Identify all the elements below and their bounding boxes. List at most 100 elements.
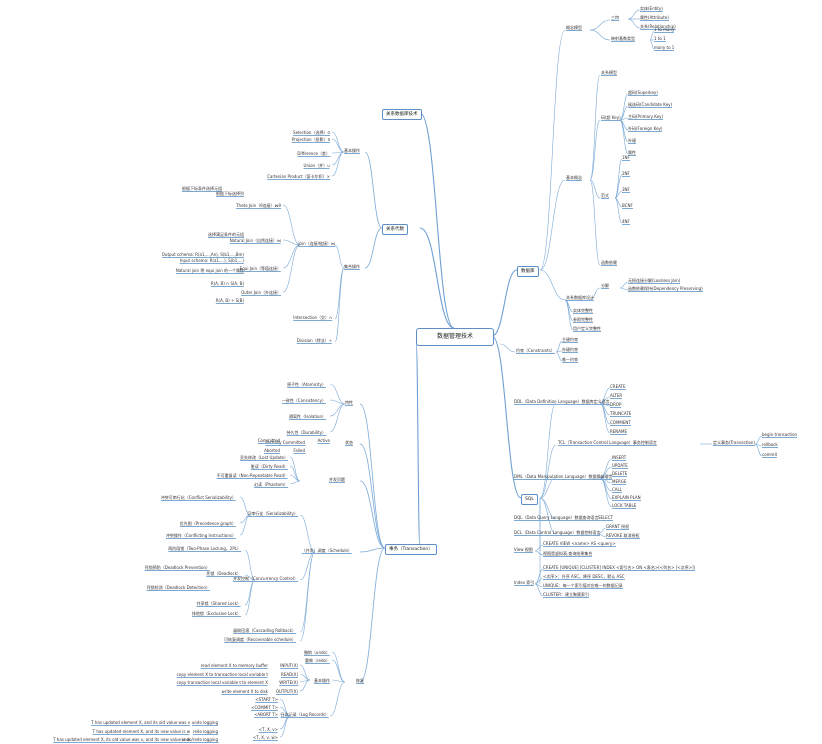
integrity-item-1[interactable]: 参照完整性: [573, 317, 593, 323]
algebra-note-7[interactable]: R(A, B) ∩ S(A, B): [210, 281, 244, 287]
txn-op-3[interactable]: OUTPUT(X): [275, 689, 298, 695]
log-label-1[interactable]: redo logging: [192, 729, 218, 735]
state-3[interactable]: Failed: [293, 448, 305, 454]
nf-item-0[interactable]: 1NF: [622, 155, 630, 161]
dql-title[interactable]: DQL（Data Query Language）数据查询语言: [514, 515, 599, 521]
rel-term-0[interactable]: 关系模型: [601, 70, 617, 76]
view-item-1[interactable]: 视图是虚拟表,查询结果集合: [543, 551, 593, 557]
constraints-title[interactable]: 约束（Constraints）: [516, 348, 555, 354]
recover-title[interactable]: 恢复: [356, 678, 364, 684]
concept-group[interactable]: 三特: [611, 15, 619, 21]
decomp-item-1[interactable]: 函数依赖保持(Dependency Preserving): [628, 286, 703, 292]
branch-relational-algebra-note[interactable]: 关系数据库技术: [382, 109, 422, 120]
txn-op-note-1[interactable]: copy element X to transaction local vari…: [176, 672, 268, 678]
ddl-item-0[interactable]: CREATE: [610, 384, 626, 390]
concept-item-2[interactable]: 关系(Relationship): [640, 24, 676, 30]
ddl-title[interactable]: DDL（Data Definition Language）数据库定义语言: [514, 399, 610, 405]
state-title[interactable]: 状态: [345, 440, 353, 446]
tcl-item-0[interactable]: begin transaction: [762, 432, 798, 438]
lock-0[interactable]: 两阶段锁（Two-Phase Locking，2PL）: [168, 546, 241, 552]
log-note-0[interactable]: T has updated element X, and its old val…: [91, 720, 190, 726]
txn-op-note-0[interactable]: read element X to memory buffer: [200, 663, 268, 669]
algebra-note-5[interactable]: Input schema: R(a1,...), S(b1,...): [179, 258, 244, 264]
dql-item[interactable]: SELECT: [598, 515, 614, 521]
dml-item-6[interactable]: LOCK TABLE: [612, 503, 637, 509]
anomaly-2[interactable]: 不可重复读（Non-Repeatable Read）: [216, 473, 288, 479]
txn-op-note-3[interactable]: write element X to disk: [221, 689, 268, 695]
constraint-item-1[interactable]: 外键约束: [562, 347, 578, 353]
dml-item-0[interactable]: INSERT: [612, 455, 627, 461]
sched-title[interactable]: （并发）调度（Schedule）: [301, 548, 352, 554]
log-3[interactable]: <T, X, v>: [258, 727, 278, 733]
algebra-op-10[interactable]: Division（除法）÷: [296, 338, 332, 344]
dml-item-2[interactable]: DELETE: [612, 471, 628, 477]
integrity-item-0[interactable]: 实体完整性: [573, 308, 593, 314]
log-title[interactable]: 日志记录（Log Records）: [280, 712, 329, 718]
index-item-0[interactable]: CREATE [UNIQUE] [CLUSTER] INDEX <索引名> ON…: [543, 565, 696, 571]
dml-item-5[interactable]: EXPLAIN PLAN: [612, 495, 641, 501]
log-2[interactable]: <ABORT T>: [254, 712, 278, 718]
key-item-4[interactable]: 外键: [628, 138, 636, 144]
acid-3[interactable]: 持久性（Durability）: [286, 430, 326, 436]
rollback-1[interactable]: 可恢复调度（Recoverable schedule）: [224, 637, 296, 643]
state-2[interactable]: Committed: [257, 438, 280, 444]
card-item-1[interactable]: 1 to 1: [654, 36, 666, 42]
state-4[interactable]: Aborted: [264, 448, 280, 454]
concept-item-1[interactable]: 属性(Attribute): [640, 15, 669, 21]
algebra-op-1[interactable]: Projection（投影）π: [291, 137, 330, 143]
nf-title[interactable]: 范式: [601, 193, 609, 199]
lock-4[interactable]: 死锁预防（Deadlock Prevention）: [144, 565, 210, 571]
index-item-3[interactable]: CLUSTER：建立聚簇索引: [543, 592, 590, 598]
tcl-item-2[interactable]: commit: [762, 452, 778, 458]
view-item-0[interactable]: CREATE VIEW <name> AS <query>: [543, 541, 616, 547]
lock-1[interactable]: 死锁（Deadlock）: [206, 571, 241, 577]
basic-title[interactable]: 基本概念: [566, 175, 582, 181]
dml-item-1[interactable]: UPDATE: [612, 463, 628, 469]
log-label-0[interactable]: undo logging: [191, 720, 218, 726]
root-node-data-management[interactable]: 数据管理技术: [416, 328, 494, 346]
algebra-op-4[interactable]: Cartesian Product（笛卡尔积）×: [267, 174, 330, 180]
log-note-2[interactable]: T has updated element X, its old value w…: [53, 737, 190, 743]
serial-1[interactable]: 优先图（Precedence graph）: [179, 521, 236, 527]
algebra-op-9[interactable]: Intersection（交）∩: [293, 315, 332, 321]
tcl-sub[interactable]: 定义事务(Transaction): [713, 440, 756, 446]
card-title[interactable]: 映射基数类型: [611, 36, 635, 42]
card-item-0[interactable]: 1 to many: [654, 27, 675, 33]
branch-relational-algebra[interactable]: 关系代数: [382, 224, 408, 235]
dml-title[interactable]: DML（Data Manipulation Language）数据操纵语言: [514, 474, 613, 480]
constraint-item-0[interactable]: 主键约束: [562, 337, 578, 343]
lock-5[interactable]: 死锁检测（Deadlock Detection）: [146, 585, 210, 591]
tcl-item-1[interactable]: rollback: [762, 442, 778, 448]
serial-0[interactable]: 冲突可串行化（Conflict Serializability）: [160, 495, 236, 501]
ddl-item-4[interactable]: COMMENT: [610, 420, 631, 426]
card-item-2[interactable]: many to 1: [654, 45, 675, 51]
algebra-set-title[interactable]: 集合操作: [344, 264, 360, 270]
design-title[interactable]: 关系数据库设计: [566, 295, 594, 301]
anomaly-3[interactable]: 幻读（Phantom）: [254, 482, 288, 488]
tcl-title[interactable]: TCL（Transaction Control Language）事务控制语言: [558, 440, 657, 446]
txn-op-2[interactable]: WRITE(X): [279, 680, 298, 686]
key-item-2[interactable]: 主码(Primary Key): [628, 114, 664, 120]
log-label-2[interactable]: undo/redo logging: [181, 737, 218, 743]
algebra-join-1[interactable]: Natural Join（自然连接）⋈: [229, 238, 281, 244]
key-item-0[interactable]: 超码(Superkey): [628, 90, 658, 96]
algebra-join-title[interactable]: Join（连接/链接）⋈: [298, 241, 335, 247]
dcl-item-0[interactable]: GRANT 授权: [606, 524, 630, 530]
constraint-item-2[interactable]: 唯一约束: [562, 357, 578, 363]
lock-protocol[interactable]: 并发控制（Concurrency Control）: [233, 576, 298, 582]
dml-item-4[interactable]: CALL: [612, 487, 622, 493]
state-1[interactable]: Partially Committed: [265, 440, 305, 446]
algebra-note-1[interactable]: 根据下标选择列: [216, 191, 244, 197]
acid-1[interactable]: 一致性（Consistency）: [281, 398, 326, 404]
algebra-op-2[interactable]: Difference（差）: [297, 151, 330, 157]
acid-0[interactable]: 原子性（Atomicity）: [287, 382, 326, 388]
serial-title[interactable]: 可串行化（Serializability）: [247, 511, 298, 517]
acid-2[interactable]: 隔离性（Isolation）: [289, 414, 326, 420]
branch-database[interactable]: 数据库: [517, 266, 539, 277]
ddl-item-5[interactable]: RENAME: [610, 429, 628, 435]
algebra-note-2[interactable]: 选择满足条件的元组: [208, 232, 244, 238]
nf-item-3[interactable]: BCNF: [622, 203, 633, 209]
ddl-item-2[interactable]: DROP: [610, 402, 622, 408]
log-0[interactable]: <START T>: [255, 697, 278, 703]
integrity-item-2[interactable]: 用户定义完整性: [573, 326, 601, 332]
